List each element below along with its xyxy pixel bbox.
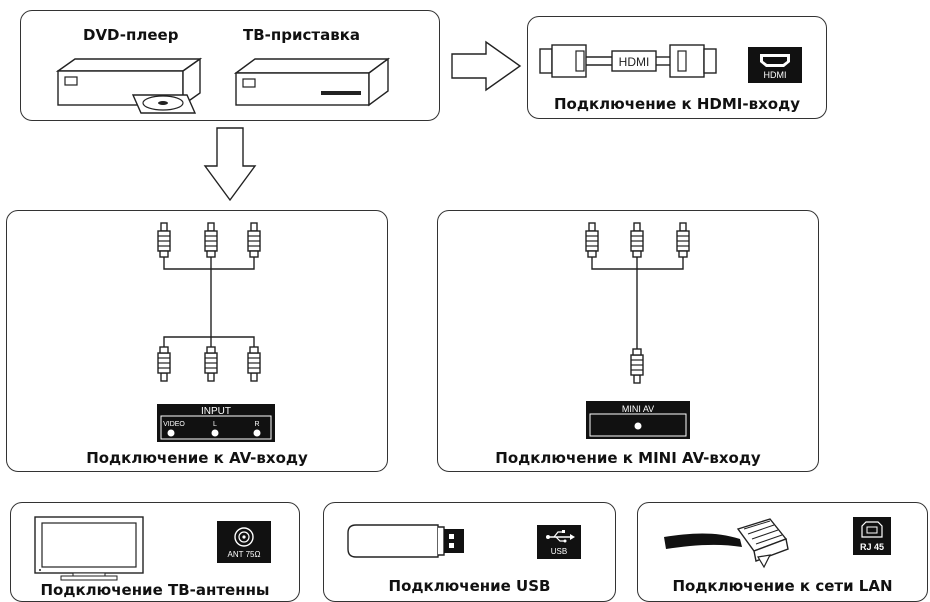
- dvd-player-label: DVD-плеер: [83, 26, 179, 44]
- usb-flash-drive-icon: [347, 524, 464, 558]
- usb-port-icon: USB: [537, 525, 581, 559]
- hdmi-port-text: HDMI: [764, 70, 787, 80]
- antenna-connection-panel: ANT 75Ω Подключение ТВ-антенны: [10, 502, 300, 602]
- av-caption: Подключение к AV-входу: [86, 449, 308, 467]
- hdmi-caption: Подключение к HDMI-входу: [554, 95, 800, 113]
- usb-port-text: USB: [551, 547, 567, 556]
- antenna-port-text: ANT 75Ω: [228, 550, 261, 559]
- source-devices-panel: DVD-плеер ТВ-приставка: [20, 10, 440, 121]
- lan-cable-icon: [664, 518, 789, 569]
- set-top-box-icon: [233, 57, 391, 107]
- mini-av-connection-panel: MINI AV Подключение к MINI AV-входу: [437, 210, 819, 472]
- av-panel-title: INPUT: [201, 406, 231, 417]
- lan-caption: Подключение к сети LAN: [672, 577, 893, 595]
- usb-connection-panel: USB Подключение USB: [323, 502, 616, 602]
- av-port-l-label: L: [213, 421, 217, 428]
- av-input-panel: INPUT VIDEO L R: [157, 404, 275, 442]
- dvd-player-icon: [55, 57, 203, 114]
- antenna-caption: Подключение ТВ-антенны: [40, 581, 270, 599]
- lan-connection-panel: RJ 45 Подключение к сети LAN: [637, 502, 928, 602]
- mini-av-caption: Подключение к MINI AV-входу: [495, 449, 761, 467]
- av-port-r-label: R: [254, 421, 259, 428]
- antenna-port-icon: ANT 75Ω: [217, 521, 271, 563]
- hdmi-cable-text: HDMI: [619, 55, 650, 69]
- arrow-right-icon: [451, 40, 522, 92]
- set-top-box-label: ТВ-приставка: [243, 26, 361, 44]
- mini-av-input-panel: MINI AV: [586, 401, 690, 439]
- av-connection-panel: INPUT VIDEO L R Подключение к AV-входу: [6, 210, 388, 472]
- hdmi-connection-panel: HDMI HDMI Подключение к HDMI-входу: [527, 16, 827, 119]
- hdmi-cable-icon: HDMI: [539, 44, 717, 78]
- mini-av-panel-title: MINI AV: [622, 404, 654, 414]
- tv-icon: [34, 516, 144, 581]
- lan-port-icon: RJ 45: [853, 517, 891, 555]
- usb-caption: Подключение USB: [388, 577, 551, 595]
- arrow-down-icon: [203, 127, 257, 202]
- hdmi-port-icon: HDMI: [748, 47, 802, 83]
- lan-port-text: RJ 45: [860, 542, 884, 552]
- av-port-video-label: VIDEO: [163, 421, 185, 428]
- mini-av-cable-icon: [585, 222, 690, 384]
- av-cable-icon: [157, 222, 261, 382]
